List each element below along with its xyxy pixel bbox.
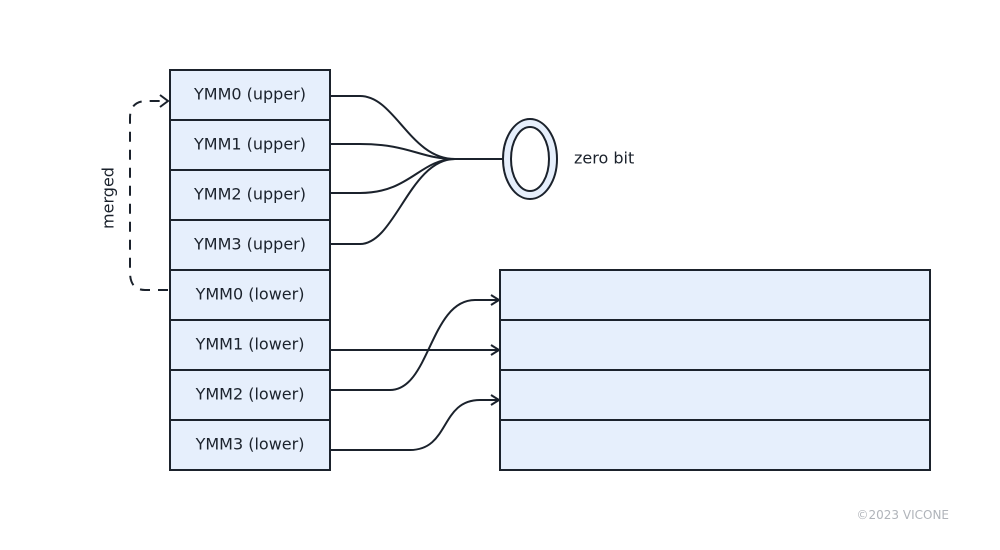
- destination-slot-4: [499, 419, 931, 471]
- register-label: YMM1 (upper): [193, 135, 306, 154]
- merged-arrowhead-icon: [159, 94, 170, 108]
- register-label: YMM1 (lower): [195, 335, 305, 354]
- connector-ymm3-upper: [330, 158, 456, 245]
- register-label: YMM2 (upper): [193, 185, 306, 204]
- register-ymm0-upper: YMM0 (upper): [169, 69, 331, 121]
- destination-stack: [499, 269, 931, 471]
- connector-ymm3-lower: [330, 394, 501, 451]
- connector-ymm1-upper: [330, 143, 456, 160]
- zero-bit-label: zero bit: [574, 149, 634, 168]
- destination-slot-3: [499, 369, 931, 421]
- destination-slot-2: [499, 319, 931, 371]
- register-stack: YMM0 (upper) YMM1 (upper) YMM2 (upper) Y…: [169, 69, 331, 471]
- register-ymm1-upper: YMM1 (upper): [169, 119, 331, 171]
- connector-ymm2-lower: [330, 294, 501, 391]
- zero-bit-icon: [502, 118, 558, 200]
- register-ymm2-lower: YMM2 (lower): [169, 369, 331, 421]
- register-label: YMM3 (lower): [195, 435, 305, 454]
- register-ymm1-lower: YMM1 (lower): [169, 319, 331, 371]
- register-ymm3-upper: YMM3 (upper): [169, 219, 331, 271]
- register-ymm0-lower: YMM0 (lower): [169, 269, 331, 321]
- register-ymm2-upper: YMM2 (upper): [169, 169, 331, 221]
- register-label: YMM0 (upper): [193, 85, 306, 104]
- register-label: YMM3 (upper): [193, 235, 306, 254]
- connector-ymm0-upper: [330, 95, 456, 160]
- register-label: YMM0 (lower): [195, 285, 305, 304]
- copyright: ©2023 VICONE: [857, 508, 949, 522]
- destination-slot-1: [499, 269, 931, 321]
- register-label: YMM2 (lower): [195, 385, 305, 404]
- merged-label: merged: [99, 167, 118, 229]
- zero-connectors: [330, 95, 505, 245]
- lower-connectors: [330, 294, 501, 451]
- merged-connector: [129, 100, 168, 291]
- register-ymm3-lower: YMM3 (lower): [169, 419, 331, 471]
